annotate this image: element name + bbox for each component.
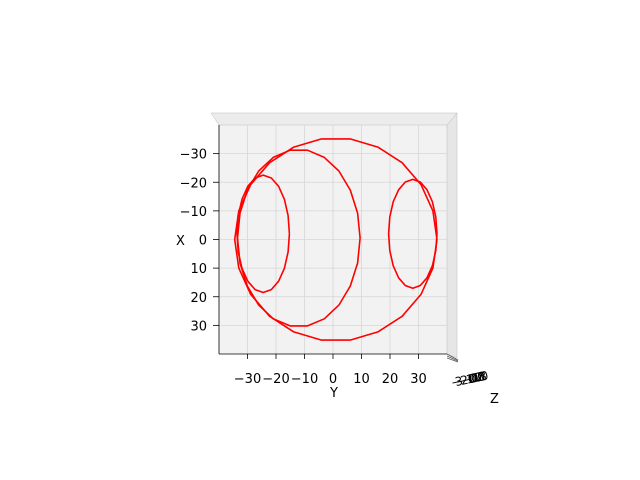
curve-outer: [233, 138, 438, 341]
grid: [219, 125, 447, 354]
y-tick-label: −30: [180, 148, 207, 163]
x-tick-label: −20: [262, 372, 289, 387]
y-axis-label: Y: [329, 386, 338, 401]
x-tick-label: −30: [234, 372, 261, 387]
x-tick-label: 10: [353, 372, 370, 387]
x-ticks: −30−20−10 0 10 20 30: [234, 354, 427, 387]
curves: [233, 138, 438, 341]
x-axis-label: X: [176, 234, 185, 249]
x-tick-label: −10: [291, 372, 318, 387]
x-tick-label: 30: [410, 372, 427, 387]
y-tick-label: 0: [199, 234, 207, 249]
z-axis-label: Z: [490, 392, 499, 407]
y-ticks: −30 −20 −10 0 10 20 30: [180, 148, 219, 334]
pane-side: [446, 112, 458, 359]
curve-right: [387, 178, 438, 290]
curve-inner-left: [236, 174, 291, 294]
y-tick-label: 10: [190, 262, 207, 277]
y-tick-label: −10: [180, 205, 207, 220]
x-tick-label: 20: [382, 372, 399, 387]
z-tick-labels: −3−2−1000102030: [450, 369, 489, 390]
y-tick-label: 30: [190, 319, 207, 334]
y-tick-label: −20: [180, 176, 207, 191]
y-tick-label: 20: [190, 291, 207, 306]
x-tick-label: 0: [329, 372, 337, 387]
pane-top: [210, 112, 458, 126]
z-ticks: −3−2−1000102030: [446, 353, 489, 390]
